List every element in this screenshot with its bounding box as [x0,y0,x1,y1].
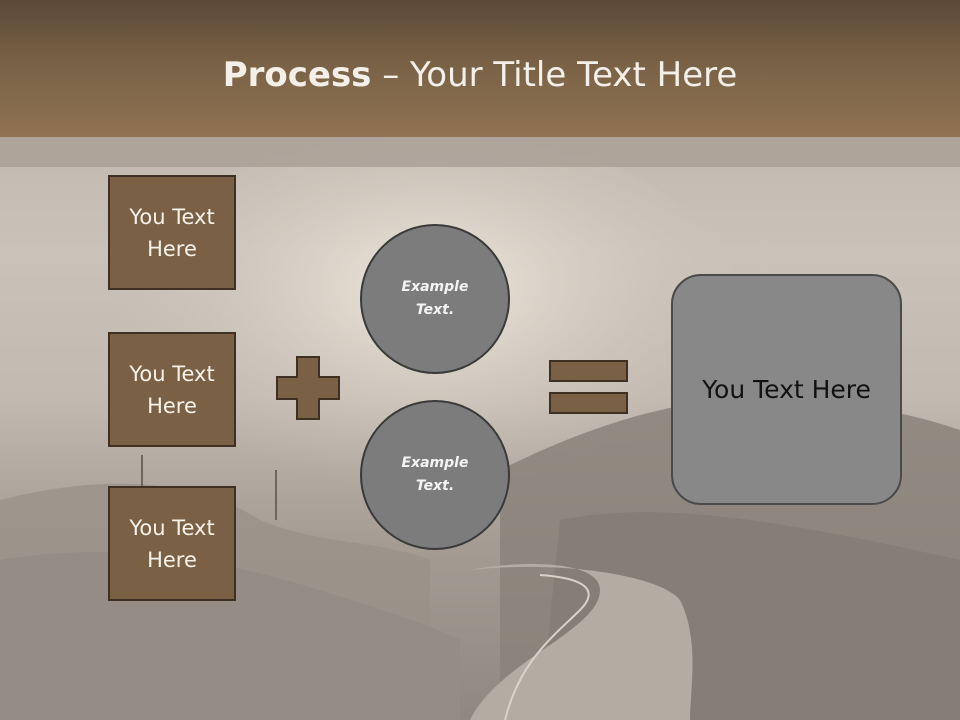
title-bold-part: Process [222,55,372,95]
plus-icon [276,356,340,420]
title-accent-strip [0,137,960,167]
title-bar [0,0,960,137]
text-box-1: You Text Here [108,175,236,290]
equals-icon [549,360,628,414]
text-box-3: You Text Here [108,486,236,601]
example-circle-1-label: Example Text. [401,279,469,318]
text-box-2: You Text Here [108,332,236,447]
title-rest-part: – Your Title Text Here [371,55,738,95]
example-circle-1: Example Text. [360,224,510,374]
slide-title: Process – Your Title Text Here [0,50,960,100]
result-box: You Text Here [671,274,902,505]
example-circle-2: Example Text. [360,400,510,550]
example-circle-2-label: Example Text. [401,455,469,494]
